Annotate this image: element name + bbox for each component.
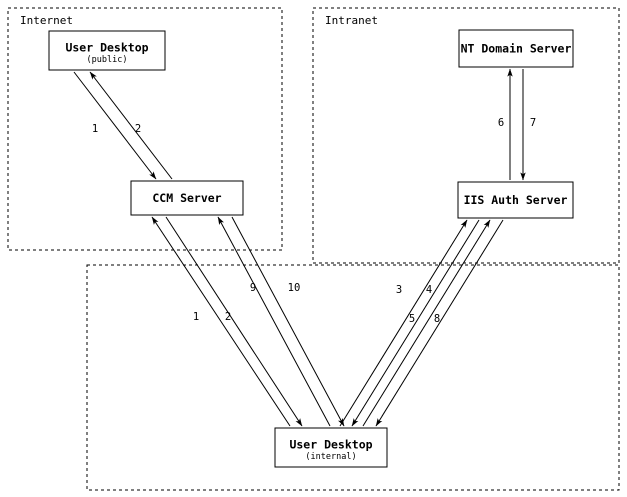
- node-box[interactable]: [274, 427, 388, 468]
- node-title: User Desktop: [65, 41, 148, 55]
- edge-label-edge-1-internal-to-ccm: 1: [193, 311, 199, 323]
- zone-boundary: [312, 7, 620, 264]
- edge-9-line: [217, 216, 331, 427]
- edge-label-edge-2-ccm-to-internal: 2: [225, 311, 231, 323]
- node-title: NT Domain Server: [461, 42, 572, 56]
- node-subtitle: (internal): [305, 452, 356, 462]
- node-box[interactable]: [48, 30, 166, 71]
- edge-label-edge-6-iis-to-nt: 6: [498, 117, 504, 129]
- edge-label-edge-4-iis-to-internal: 4: [426, 284, 432, 296]
- node-box[interactable]: [130, 180, 244, 216]
- edge-label-edge-9-internal-to-ccm: 9: [250, 282, 256, 294]
- node-box[interactable]: [457, 181, 574, 219]
- edge-1-line: [73, 71, 157, 180]
- edge-8-line: [375, 219, 504, 427]
- edge-label-edge-3-internal-to-iis: 3: [396, 284, 402, 296]
- edge-label-edge-1-public-to-ccm: 1: [92, 123, 98, 135]
- edge-1-line: [151, 216, 291, 427]
- edge-label-edge-8-iis-to-internal: 8: [434, 313, 440, 325]
- node-user-desktop-public[interactable]: User Desktop(public): [48, 30, 166, 71]
- edge-label-edge-10-ccm-to-internal: 10: [288, 282, 301, 294]
- edge-label-edge-7-nt-to-iis: 7: [530, 117, 536, 129]
- node-ccm-server[interactable]: CCM Server: [130, 180, 244, 216]
- zones-layer: Internet Intranet: [7, 7, 620, 491]
- node-box[interactable]: [458, 29, 574, 68]
- edge-2-line: [89, 71, 173, 180]
- node-iis-auth-server[interactable]: IIS Auth Server: [457, 181, 574, 219]
- node-subtitle: (public): [87, 55, 128, 65]
- edge-5-line: [362, 219, 491, 427]
- zone-label: Intranet: [325, 14, 378, 27]
- edge-label-edge-5-internal-to-iis: 5: [409, 313, 415, 325]
- edge-2-line: [165, 216, 303, 427]
- edge-10-line: [231, 216, 345, 427]
- node-title: CCM Server: [152, 191, 221, 205]
- zone-internet: Internet: [7, 7, 283, 251]
- zone-internal-zone: [86, 264, 620, 491]
- edge-labels-layer: 1 2 6 7 1 2 9 10 3 4 5 8: [92, 117, 536, 325]
- zone-boundary: [86, 264, 620, 491]
- zone-label: Internet: [20, 14, 73, 27]
- node-title: User Desktop: [289, 438, 372, 452]
- node-user-desktop-internal[interactable]: User Desktop(internal): [274, 427, 388, 468]
- edges-layer: [73, 68, 526, 427]
- node-nt-domain-server[interactable]: NT Domain Server: [458, 29, 574, 68]
- edge-4-line: [351, 219, 480, 427]
- zone-intranet: Intranet: [312, 7, 620, 264]
- node-title: IIS Auth Server: [464, 193, 568, 207]
- edge-3-line: [339, 219, 468, 427]
- edge-label-edge-2-ccm-to-public: 2: [135, 123, 141, 135]
